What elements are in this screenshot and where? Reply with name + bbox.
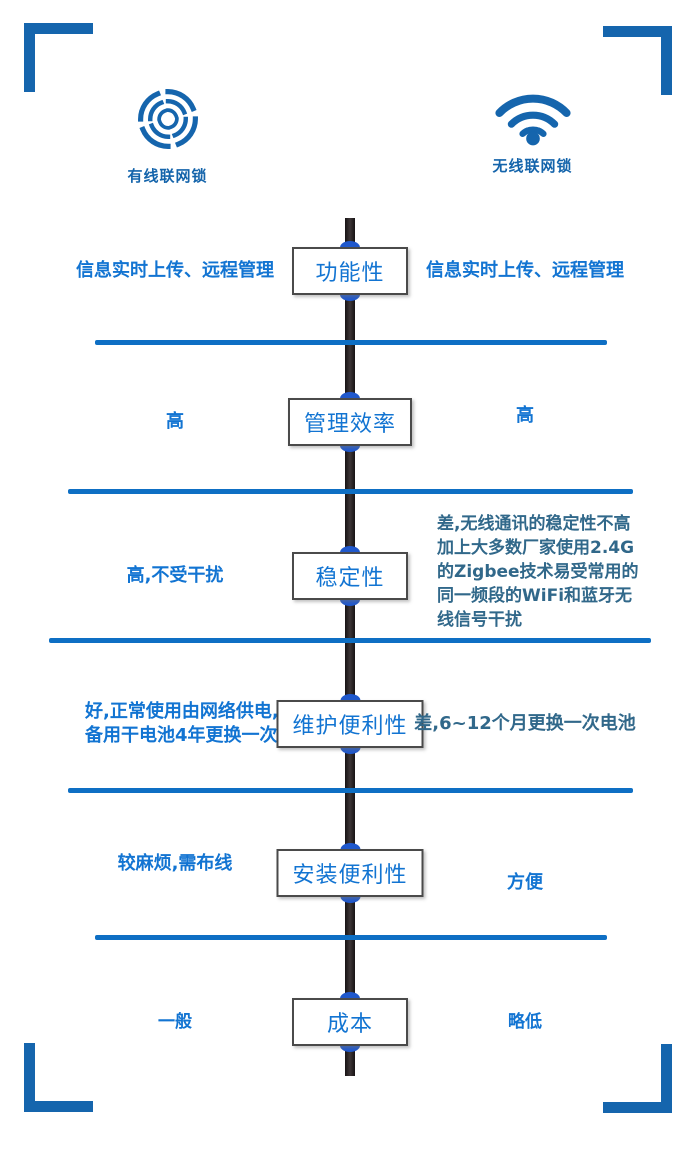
criterion-node: 功能性 <box>292 241 408 301</box>
criterion-label: 成本 <box>292 998 408 1046</box>
wireless-value: 信息实时上传、远程管理 <box>426 260 624 281</box>
criterion-node: 安装便利性 <box>276 843 424 903</box>
criterion-label: 安装便利性 <box>276 849 424 897</box>
wifi-icon <box>493 88 573 146</box>
comparison-row-management-efficiency: 高 管理效率 高 <box>0 392 700 452</box>
corner-bracket-bottom-left <box>24 1043 93 1112</box>
comparison-row-stability: 高,不受干扰 稳定性 差,无线通讯的稳定性不高 加上大多数厂家使用2.4G 的Z… <box>0 514 700 630</box>
comparison-row-installation-convenience: 较麻烦,需布线 安装便利性 方便 <box>0 843 700 903</box>
wireless-value: 差,无线通讯的稳定性不高 加上大多数厂家使用2.4G 的Zigbee技术易受常用… <box>437 514 639 630</box>
corner-bracket-top-left <box>24 23 93 92</box>
wired-value: 信息实时上传、远程管理 <box>76 260 274 281</box>
wireless-lock-label: 无线联网锁 <box>492 157 573 175</box>
corner-bracket-bottom-right <box>603 1044 672 1113</box>
row-divider-3 <box>49 638 651 643</box>
wireless-lock-header: 无线联网锁 <box>460 88 605 176</box>
criterion-node: 稳定性 <box>292 546 408 606</box>
center-axis-line <box>345 218 355 1076</box>
wireless-value: 差,6~12个月更换一次电池 <box>414 713 636 734</box>
comparison-row-maintenance-convenience: 好,正常使用由网络供电, 备用干电池4年更换一次 维护便利性 差,6~12个月更… <box>0 694 700 754</box>
corner-bracket-top-right <box>603 26 672 95</box>
row-divider-2 <box>68 489 633 494</box>
comparison-row-functionality: 信息实时上传、远程管理 功能性 信息实时上传、远程管理 <box>0 241 700 301</box>
wireless-value: 方便 <box>507 872 543 893</box>
wireless-value: 高 <box>516 405 534 426</box>
wired-value: 好,正常使用由网络供电, 备用干电池4年更换一次 <box>85 701 279 746</box>
wired-value: 高,不受干扰 <box>126 565 224 586</box>
knot-logo-icon <box>131 82 205 156</box>
criterion-label: 管理效率 <box>287 398 413 446</box>
criterion-node: 管理效率 <box>287 392 413 452</box>
wired-lock-header: 有线联网锁 <box>95 82 240 186</box>
row-divider-1 <box>95 340 607 345</box>
wired-lock-label: 有线联网锁 <box>127 167 208 185</box>
criterion-label: 维护便利性 <box>276 700 424 748</box>
criterion-node: 维护便利性 <box>276 694 424 754</box>
wired-value: 一般 <box>158 1012 192 1032</box>
criterion-label: 功能性 <box>292 247 408 295</box>
wired-value: 高 <box>166 411 184 432</box>
wired-value: 较麻烦,需布线 <box>117 853 233 874</box>
criterion-node: 成本 <box>292 992 408 1052</box>
row-divider-5 <box>95 935 607 940</box>
comparison-row-cost: 一般 成本 略低 <box>0 992 700 1052</box>
criterion-label: 稳定性 <box>292 552 408 600</box>
row-divider-4 <box>68 788 633 793</box>
wireless-value: 略低 <box>508 1012 542 1032</box>
